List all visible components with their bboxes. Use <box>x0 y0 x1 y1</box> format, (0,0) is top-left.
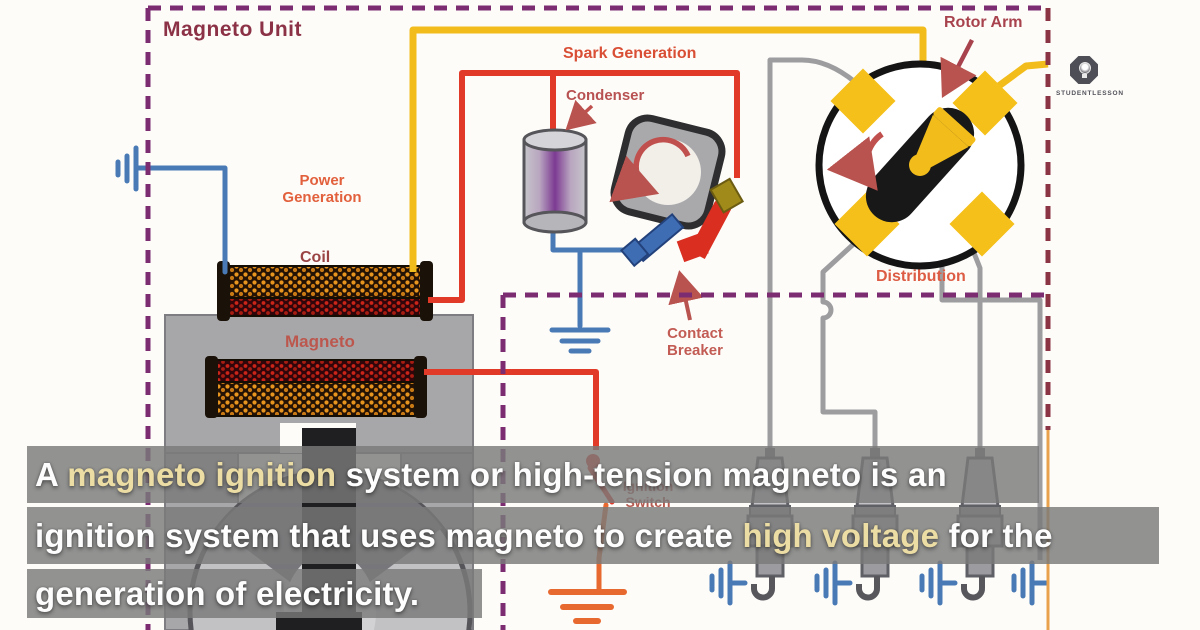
watermark-lightbulb-icon <box>1070 56 1098 84</box>
label-contact-breaker: Contact Breaker <box>667 325 723 360</box>
cam-rotation-arrow <box>609 136 691 203</box>
label-power-generation: Power Generation <box>282 172 362 207</box>
distributor <box>815 38 1025 270</box>
caption-line-2: ignition system that uses magneto to cre… <box>27 507 1159 564</box>
watermark-text: STUDENTLESSON <box>1056 90 1124 97</box>
caption-text-3: generation of electricity. <box>35 574 420 612</box>
caption-line-1: A magneto ignition system or high-tensio… <box>27 446 1039 503</box>
label-condenser: Condenser <box>566 87 645 104</box>
coil-winding-top <box>217 261 433 321</box>
condenser-ground-icon <box>549 327 611 354</box>
label-coil: Coil <box>300 249 331 266</box>
label-distribution: Distribution <box>876 268 966 285</box>
rotor-arm-pointer-arrow <box>940 38 977 98</box>
switch-ground-icon <box>548 589 627 624</box>
caption-text-2: ignition system that uses magneto to cre… <box>35 516 1053 554</box>
distribution-section-border <box>500 292 1048 630</box>
caption-line-3: generation of electricity. <box>27 569 482 618</box>
rotor-rotation-arrow <box>826 131 884 191</box>
label-magneto: Magneto <box>285 332 355 351</box>
label-magneto-unit: Magneto Unit <box>163 18 302 41</box>
coil-winding-bottom <box>205 356 427 418</box>
label-rotor-arm: Rotor Arm <box>944 14 1023 31</box>
left-ground-icon <box>115 145 139 192</box>
high-tension-leads <box>767 57 1043 560</box>
label-spark-generation: Spark Generation <box>563 45 697 62</box>
condenser <box>522 99 597 234</box>
secondary-wiring <box>424 70 740 450</box>
cam <box>609 114 726 230</box>
caption-text-1: A magneto ignition system or high-tensio… <box>35 455 947 493</box>
condenser-pointer-arrow <box>565 99 597 131</box>
